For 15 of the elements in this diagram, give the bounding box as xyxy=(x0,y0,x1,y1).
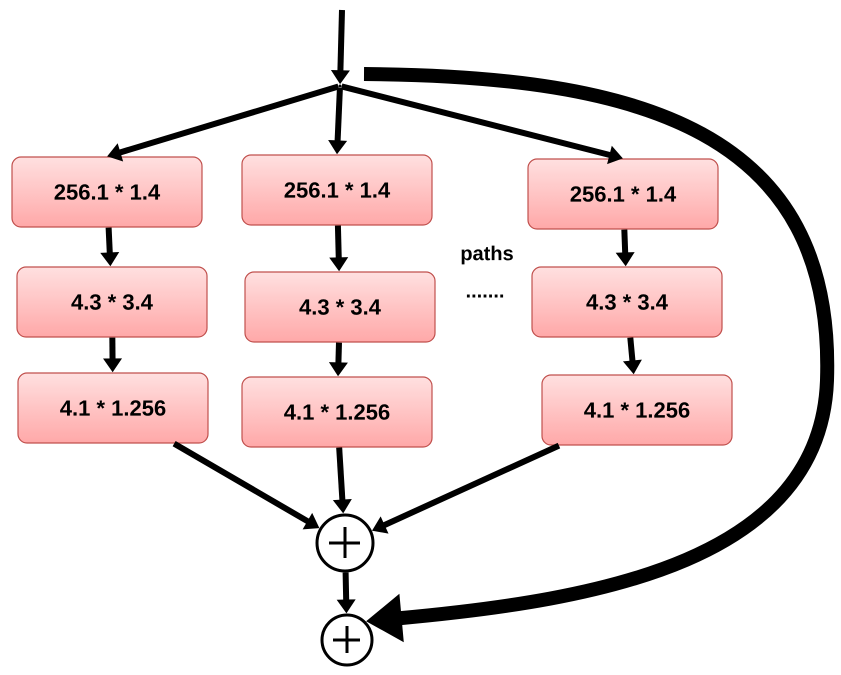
process-box: 256.1 * 1.4 xyxy=(241,154,433,226)
process-box: 4.1 * 1.256 xyxy=(541,374,733,446)
junction-point xyxy=(338,84,342,88)
process-box: 4.3 * 3.4 xyxy=(531,266,723,338)
text-label: paths xyxy=(462,246,513,264)
process-box: 4.3 * 3.4 xyxy=(16,266,208,338)
process-box: 256.1 * 1.4 xyxy=(11,156,203,228)
process-box: 4.1 * 1.256 xyxy=(17,372,209,444)
arrow xyxy=(364,67,834,642)
process-box: 256.1 * 1.4 xyxy=(527,158,719,230)
sum-circle xyxy=(316,514,374,572)
sum-circle xyxy=(320,614,374,666)
process-box: 4.1 * 1.256 xyxy=(241,376,433,448)
text-label: ....... xyxy=(466,294,504,298)
process-box: 4.3 * 3.4 xyxy=(244,271,436,343)
